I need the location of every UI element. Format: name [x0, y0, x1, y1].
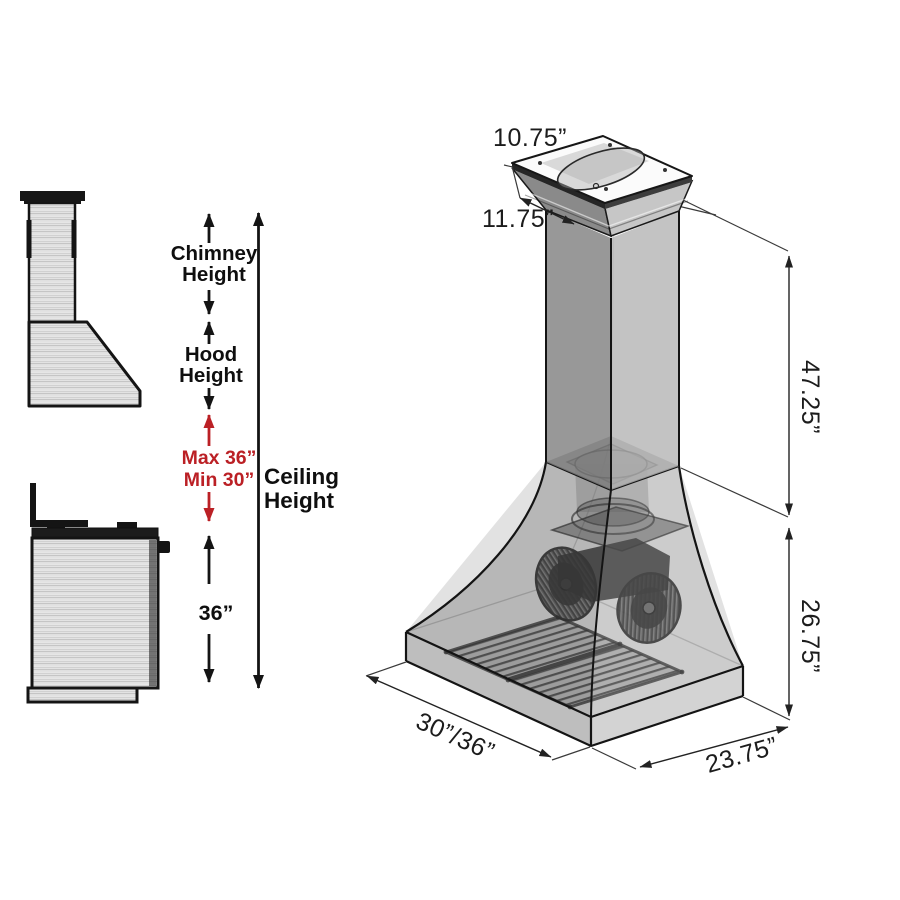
- top-depth-dim-line: [519, 197, 575, 225]
- label-range-height: 36”: [199, 601, 234, 625]
- chimney-bracket-right: [71, 220, 77, 258]
- dim-hood-depth: 23.75”: [702, 732, 781, 779]
- label-clearance-max: Max 36”: [182, 447, 257, 469]
- label-chimney-height-line2: Height: [182, 263, 246, 286]
- range-side-view: [26, 483, 170, 704]
- dim-hood-width: 30”/36”: [412, 707, 499, 766]
- hood-body-profile: [27, 320, 142, 408]
- dim-upper-section-height: 47.25”: [796, 360, 824, 434]
- depth-dim-line: [639, 726, 789, 768]
- range-body: [30, 536, 160, 690]
- label-chimney-height-line1: Chimney: [171, 242, 258, 265]
- label-clearance-min: Min 30”: [184, 469, 254, 491]
- chimney-column: [545, 210, 680, 490]
- ceiling-mount-plate: [511, 135, 693, 209]
- range-base: [26, 686, 139, 704]
- blower-motor-box: [558, 538, 670, 602]
- height-annotation-column: Chimney Height Hood Height Max 36” Min 3…: [171, 212, 339, 689]
- wall-hood-side-view: [20, 191, 142, 408]
- range-backguard: [30, 483, 88, 527]
- hood-3d-model: [404, 135, 745, 748]
- dim-top-plate-width: 10.75”: [493, 124, 567, 152]
- duct-hole: [556, 147, 646, 191]
- label-hood-height-line2: Height: [179, 364, 243, 387]
- chimney-bracket-left: [26, 220, 32, 258]
- hood-bell-body: [406, 462, 743, 717]
- oven-door-handle: [157, 541, 170, 553]
- label-hood-height-line1: Hood: [185, 343, 237, 366]
- label-ceiling-height-line2: Height: [264, 488, 335, 513]
- dim-top-plate-depth: 11.75”: [482, 205, 554, 233]
- label-ceiling-height-line1: Ceiling: [264, 464, 339, 489]
- width-dim-line: [366, 675, 552, 758]
- dim-lower-section-height: 26.75”: [796, 599, 824, 673]
- blower-mount-plate: [549, 506, 691, 552]
- chimney-cap: [20, 191, 85, 201]
- chimney-duct-cover: [27, 201, 77, 324]
